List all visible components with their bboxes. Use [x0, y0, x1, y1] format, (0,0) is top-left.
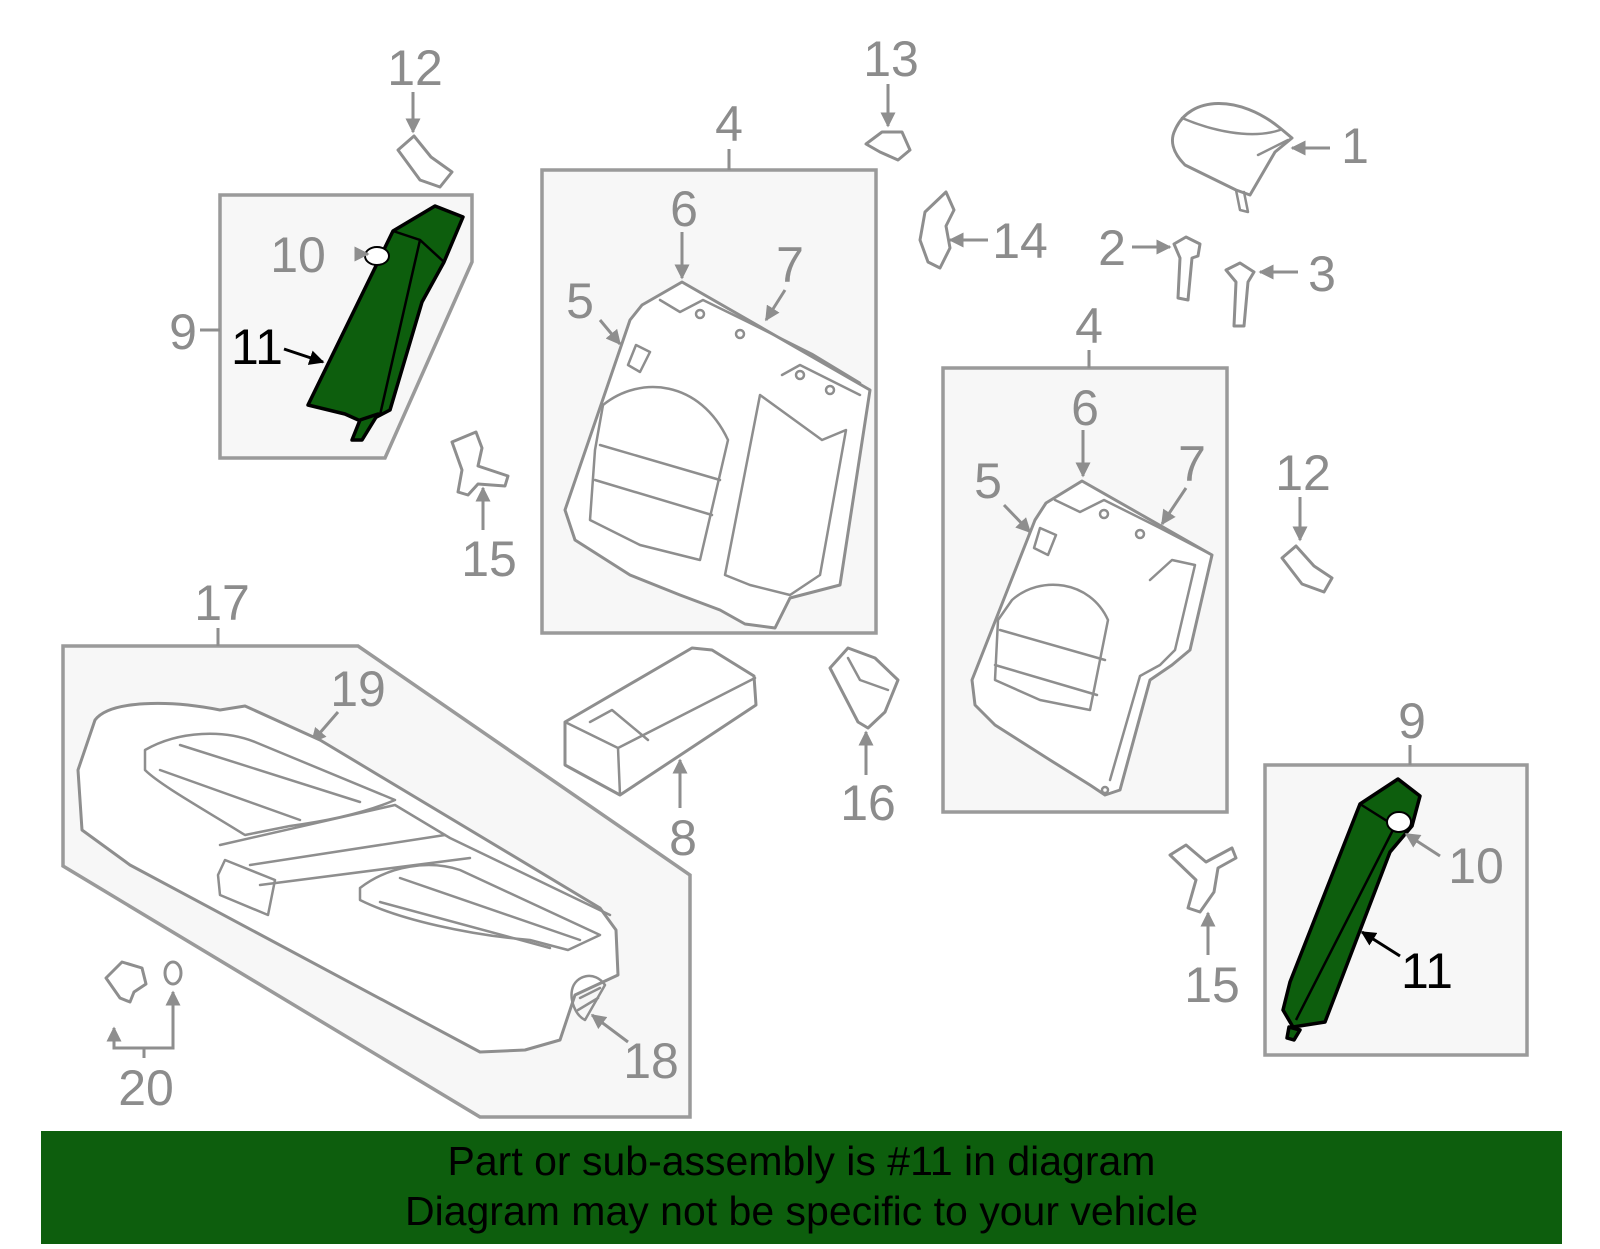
callout-7-right: 7 [1178, 436, 1206, 492]
part-14-bracket[interactable] [918, 190, 956, 270]
callout-6-center: 6 [670, 181, 698, 237]
callout-9-left: 9 [169, 304, 197, 360]
callout-19: 19 [330, 661, 386, 717]
part-20-clip-a[interactable] [104, 960, 148, 1004]
callout-6-right: 6 [1071, 380, 1099, 436]
part-5-6-7-seatback-frame-small[interactable] [970, 479, 1214, 797]
callout-4-right: 4 [1075, 298, 1103, 354]
callout-20: 20 [118, 1060, 174, 1116]
part-16-cover[interactable] [828, 646, 900, 730]
callout-2: 2 [1098, 220, 1126, 276]
info-banner: Part or sub-assembly is #11 in diagram D… [41, 1131, 1562, 1244]
callout-5-center: 5 [566, 273, 594, 329]
callout-15-center: 15 [461, 531, 517, 587]
part-10-hole-left[interactable] [364, 246, 390, 266]
part-1-headrest[interactable] [1171, 102, 1294, 214]
part-11-right-side-bolster[interactable] [1281, 777, 1422, 1042]
part-20-clip-b[interactable] [163, 960, 183, 986]
callout-5-right: 5 [974, 453, 1002, 509]
callout-15-right: 15 [1184, 957, 1240, 1013]
callout-3: 3 [1308, 246, 1336, 302]
callout-10-left: 10 [270, 227, 326, 283]
callout-11-left: 11 [231, 319, 283, 375]
callout-8: 8 [669, 810, 697, 866]
callout-12-right: 12 [1275, 445, 1331, 501]
part-2-guide-lock[interactable] [1172, 235, 1202, 302]
callout-1: 1 [1341, 118, 1369, 174]
callout-10-right: 10 [1448, 838, 1504, 894]
banner-line-disclaimer: Diagram may not be specific to your vehi… [404, 1188, 1198, 1234]
callout-13: 13 [863, 31, 919, 87]
part-12-clip-right[interactable] [1280, 544, 1334, 594]
part-15-bracket-right[interactable] [1168, 843, 1238, 914]
part-13-clip[interactable] [864, 130, 912, 162]
callout-4-center: 4 [715, 96, 743, 152]
part-5-6-7-seatback-frame-large[interactable] [563, 280, 872, 630]
callout-12-top: 12 [387, 40, 443, 96]
part-15-bracket-center[interactable] [450, 430, 510, 497]
callout-14: 14 [992, 213, 1048, 269]
callout-9-right: 9 [1398, 693, 1426, 749]
callout-17: 17 [194, 575, 250, 631]
banner-line-part-info: Part or sub-assembly is #11 in diagram [447, 1138, 1156, 1184]
callout-7-center: 7 [776, 237, 804, 293]
part-19-18-seat-cushion[interactable] [76, 701, 620, 1054]
callout-18: 18 [623, 1033, 679, 1089]
callout-16: 16 [840, 775, 896, 831]
part-12-clip-top[interactable] [396, 134, 454, 189]
callout-11-right: 11 [1401, 943, 1453, 999]
part-3-guide-free[interactable] [1224, 261, 1256, 328]
part-11-left-side-bolster[interactable] [306, 204, 465, 442]
part-10-hole-right[interactable] [1386, 811, 1412, 833]
part-8-armrest[interactable] [563, 646, 758, 797]
